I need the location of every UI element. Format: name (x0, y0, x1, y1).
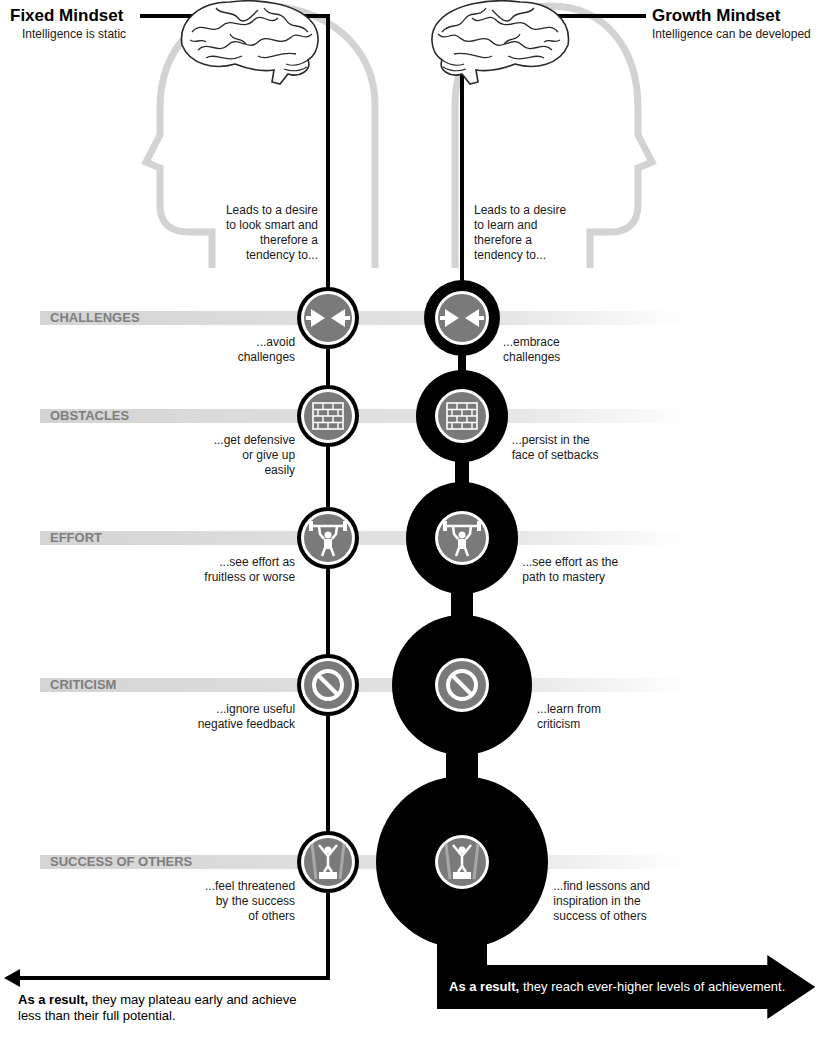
circle-part (301, 389, 355, 443)
circle-part (424, 280, 500, 356)
title-text: Fixed Mindset (10, 6, 123, 26)
circle-part (435, 835, 489, 889)
growth-description: ...persist in the face of setbacks (512, 433, 604, 463)
result-arrow: As a result, they reach ever-higher level… (437, 955, 815, 1019)
intro-text: Leads to a desire to learn and therefore… (474, 203, 574, 263)
brain-drawing (432, 1, 569, 84)
subtitle-text: Intelligence can be developed (652, 27, 811, 42)
fixed-description: ...avoid challenges (225, 335, 295, 365)
result-arrow-text: As a result, they reach ever-higher level… (449, 955, 785, 1019)
row-label: CRITICISM (50, 677, 116, 693)
circle-part (435, 511, 489, 565)
row-band (40, 678, 690, 692)
circle-part (376, 776, 548, 948)
circle-part (392, 615, 532, 755)
result-lead: As a result, (18, 992, 88, 1007)
use-part (438, 514, 486, 562)
circle-part (435, 658, 489, 712)
icon-circle (297, 831, 359, 893)
icon-circle (392, 615, 532, 755)
row-label: SUCCESS OF OTHERS (50, 854, 192, 870)
row-label: EFFORT (50, 530, 102, 546)
row-band (40, 531, 690, 545)
result-body: they reach ever-higher levels of achieve… (523, 979, 785, 994)
circle-part (435, 389, 489, 443)
icon-circle (424, 280, 500, 356)
circle-part (297, 831, 359, 893)
use-part (438, 838, 486, 886)
use-part (304, 514, 352, 562)
circle-part (297, 654, 359, 716)
circle-part (416, 370, 508, 462)
row-label: CHALLENGES (50, 310, 140, 326)
use-part (438, 392, 486, 440)
icon-circle (416, 370, 508, 462)
fixed-description: ...ignore useful negative feedback (195, 702, 295, 732)
use-part (304, 392, 352, 440)
use-part (304, 661, 352, 709)
circle-part (406, 482, 518, 594)
title-text: Growth Mindset (652, 6, 780, 26)
use-part (438, 294, 486, 342)
circle-part (301, 835, 355, 889)
circle-part (435, 291, 489, 345)
icon-circle (376, 776, 548, 948)
arrow-shape-fill (437, 955, 815, 1019)
icon-circle (297, 287, 359, 349)
row-band (40, 311, 690, 325)
intro-text: Leads to a desire to look smart and ther… (223, 203, 318, 263)
result-lead: As a result, (449, 979, 519, 994)
row-band (40, 855, 690, 869)
use-part (304, 838, 352, 886)
icon-circle (297, 385, 359, 447)
growth-description: ...embrace challenges (503, 335, 583, 365)
circle-part (301, 511, 355, 565)
subtitle-text: Intelligence is static (22, 27, 126, 42)
fixed-description: ...feel threatened by the success of oth… (204, 879, 296, 924)
fixed-description: ...get defensive or give up easily (211, 433, 295, 478)
circle-part (297, 287, 359, 349)
growth-description: ...learn from criticism (537, 702, 607, 732)
fixed-description: ...see effort as fruitless or worse (201, 555, 295, 585)
row-label: OBSTACLES (50, 408, 129, 424)
icon-circle (297, 507, 359, 569)
use-part (304, 294, 352, 342)
growth-description: ...find lessons and inspiration in the s… (553, 879, 653, 924)
icon-circle (406, 482, 518, 594)
circle-part (301, 291, 355, 345)
brain-drawing (182, 1, 319, 84)
row-band (40, 409, 690, 423)
circle-part (301, 658, 355, 712)
fixed-path-line (18, 16, 328, 978)
use-part (438, 661, 486, 709)
growth-description: ...see effort as the path to mastery (522, 555, 626, 585)
circle-part (297, 385, 359, 447)
arrow-head (4, 969, 20, 987)
icon-circle (297, 654, 359, 716)
result-text: As a result,they may plateau early and a… (18, 992, 313, 1024)
circle-part (297, 507, 359, 569)
